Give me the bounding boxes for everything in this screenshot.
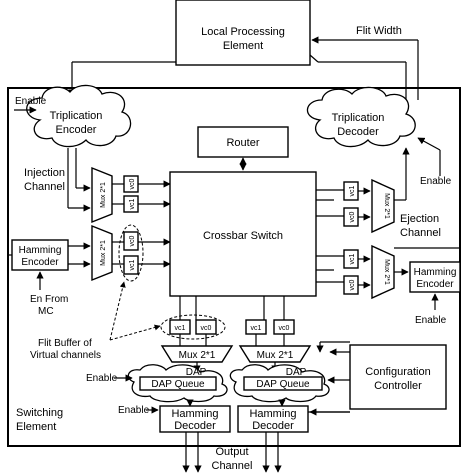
vc0-in-top-label: vc0 bbox=[129, 178, 136, 189]
hamming-encoder-left bbox=[11, 239, 69, 271]
vc1-bottom-left-label: vc1 bbox=[175, 325, 186, 332]
enable-label-decoder-bottom: Enable bbox=[118, 405, 150, 416]
vc0-bottom-left-label: vc0 bbox=[201, 325, 212, 332]
flit-width-label: Flit Width bbox=[356, 25, 402, 37]
output-channel-label-2: Channel bbox=[212, 460, 253, 472]
dap-queue-2-label: DAP Queue bbox=[256, 379, 310, 390]
enable-label-encoder: Enable bbox=[15, 96, 47, 107]
local-processing-label-2: Element bbox=[223, 40, 263, 52]
triplication-encoder-label-2: Encoder bbox=[56, 124, 97, 136]
hamming-decoder-2 bbox=[237, 405, 309, 433]
mux-out-top bbox=[371, 178, 395, 234]
vc0-bottom-right-label: vc0 bbox=[279, 325, 290, 332]
configuration-controller-label-2: Controller bbox=[374, 380, 422, 392]
flit-buffer-highlight-bottom bbox=[160, 314, 226, 340]
vc0-out-bottom-label: vc0 bbox=[349, 279, 356, 290]
mux-bottom-left bbox=[160, 345, 234, 363]
en-from-mc-label-1: En From bbox=[30, 294, 68, 305]
vc0-in-bottom bbox=[123, 231, 139, 251]
hamming-decoder-1-label-1: Hamming bbox=[171, 408, 218, 420]
triplication-decoder-label-1: Triplication bbox=[332, 112, 385, 124]
vc0-out-top-label: vc0 bbox=[349, 211, 356, 222]
vc1-bottom-right-label: vc1 bbox=[251, 325, 262, 332]
dap-queue-1 bbox=[139, 376, 217, 391]
hamming-encoder-left-label-1: Hamming bbox=[19, 245, 62, 256]
mux-out-top-label: Mux 2*1 bbox=[383, 193, 390, 219]
en-from-mc-label-2: MC bbox=[38, 306, 54, 317]
vc1-in-bottom-label: vc1 bbox=[129, 259, 136, 270]
triplication-encoder-cloud bbox=[26, 84, 132, 148]
mux-out-bottom bbox=[371, 244, 395, 300]
switching-element-label-1: Switching bbox=[16, 407, 63, 419]
enable-label-hamming-right: Enable bbox=[415, 315, 447, 326]
triplication-decoder-label-2: Decoder bbox=[337, 126, 379, 138]
enable-decoder-arrow bbox=[417, 137, 441, 151]
flit-buffer-pointer-1 bbox=[109, 324, 161, 341]
configuration-controller-label-1: Configuration bbox=[365, 366, 430, 378]
hamming-decoder-2-label-1: Hamming bbox=[249, 408, 296, 420]
lpe-right-joint bbox=[309, 54, 319, 63]
local-processing-label-1: Local Processing bbox=[201, 26, 285, 38]
enable-label-dap: Enable bbox=[86, 373, 118, 384]
hamming-encoder-left-label-2: Encoder bbox=[21, 257, 59, 268]
mux-bottom-right bbox=[238, 345, 312, 363]
crossbar-switch bbox=[169, 171, 317, 297]
triplication-decoder-cloud bbox=[306, 86, 416, 148]
mux-out-bottom-label: Mux 2*1 bbox=[383, 259, 390, 285]
hamming-encoder-right bbox=[409, 261, 461, 293]
flit-buffer-label-1: Flit Buffer of bbox=[38, 338, 92, 349]
hamming-encoder-right-label-2: Encoder bbox=[416, 279, 454, 290]
vc0-in-bottom-label: vc0 bbox=[129, 235, 136, 246]
mux-bottom-left-label: Mux 2*1 bbox=[179, 350, 216, 361]
vc1-in-top-label: vc1 bbox=[129, 198, 136, 209]
hamming-decoder-1 bbox=[159, 405, 231, 433]
triplication-encoder-label-1: Triplication bbox=[50, 110, 103, 122]
dap-queue-2 bbox=[243, 376, 323, 391]
mux-in-top bbox=[91, 166, 113, 224]
ejection-channel-label-1: Ejection bbox=[400, 213, 439, 225]
configuration-controller bbox=[349, 344, 447, 410]
vc1-out-top-label: vc1 bbox=[349, 185, 356, 196]
injection-channel-label-2: Channel bbox=[24, 181, 65, 193]
hamming-encoder-right-label-1: Hamming bbox=[414, 267, 457, 278]
flit-buffer-label-2: Virtual channels bbox=[30, 350, 101, 361]
flit-buffer-pointer-2 bbox=[109, 281, 126, 341]
enable-label-decoder: Enable bbox=[420, 176, 452, 187]
output-channel-label-1: Output bbox=[215, 446, 248, 458]
hamming-decoder-1-label-2: Decoder bbox=[174, 420, 216, 432]
switching-element-label-2: Element bbox=[16, 421, 56, 433]
hamming-decoder-2-label-2: Decoder bbox=[252, 420, 294, 432]
mux-bottom-right-label: Mux 2*1 bbox=[257, 350, 294, 361]
flit-buffer-highlight-left bbox=[118, 224, 144, 282]
ejection-channel-label-2: Channel bbox=[400, 227, 441, 239]
vc1-out-bottom-label: vc1 bbox=[349, 253, 356, 264]
dap-label-2: DAP bbox=[286, 367, 307, 378]
local-processing-element bbox=[175, 0, 311, 66]
mux-in-bottom-label: Mux 2*1 bbox=[100, 240, 107, 266]
dap-queue-1-label: DAP Queue bbox=[151, 379, 205, 390]
dap-label-1: DAP bbox=[186, 367, 207, 378]
mux-in-bottom bbox=[91, 224, 113, 282]
router-box bbox=[197, 126, 289, 158]
injection-channel-label-1: Injection bbox=[24, 167, 65, 179]
vc1-in-bottom bbox=[123, 255, 139, 275]
router-label: Router bbox=[226, 137, 259, 149]
crossbar-label: Crossbar Switch bbox=[203, 230, 283, 242]
mux-in-top-label: Mux 2*1 bbox=[100, 182, 107, 208]
